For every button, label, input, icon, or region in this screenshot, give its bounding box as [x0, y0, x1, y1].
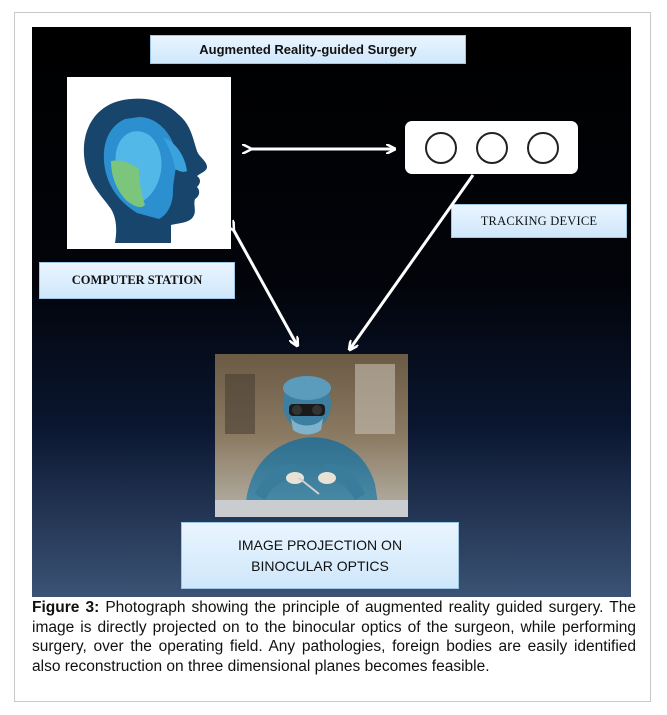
figure-label: Figure 3: [32, 599, 99, 616]
arrow-tracker-projection [350, 175, 473, 349]
diagram-panel: Augmented Reality-guided Surgery TRACKIN… [32, 27, 631, 597]
connection-arrows [32, 27, 631, 597]
arrow-station-projection [233, 229, 297, 345]
figure-caption: Figure 3: Photograph showing the princip… [32, 598, 636, 676]
caption-text: Photograph showing the principle of augm… [32, 599, 636, 675]
